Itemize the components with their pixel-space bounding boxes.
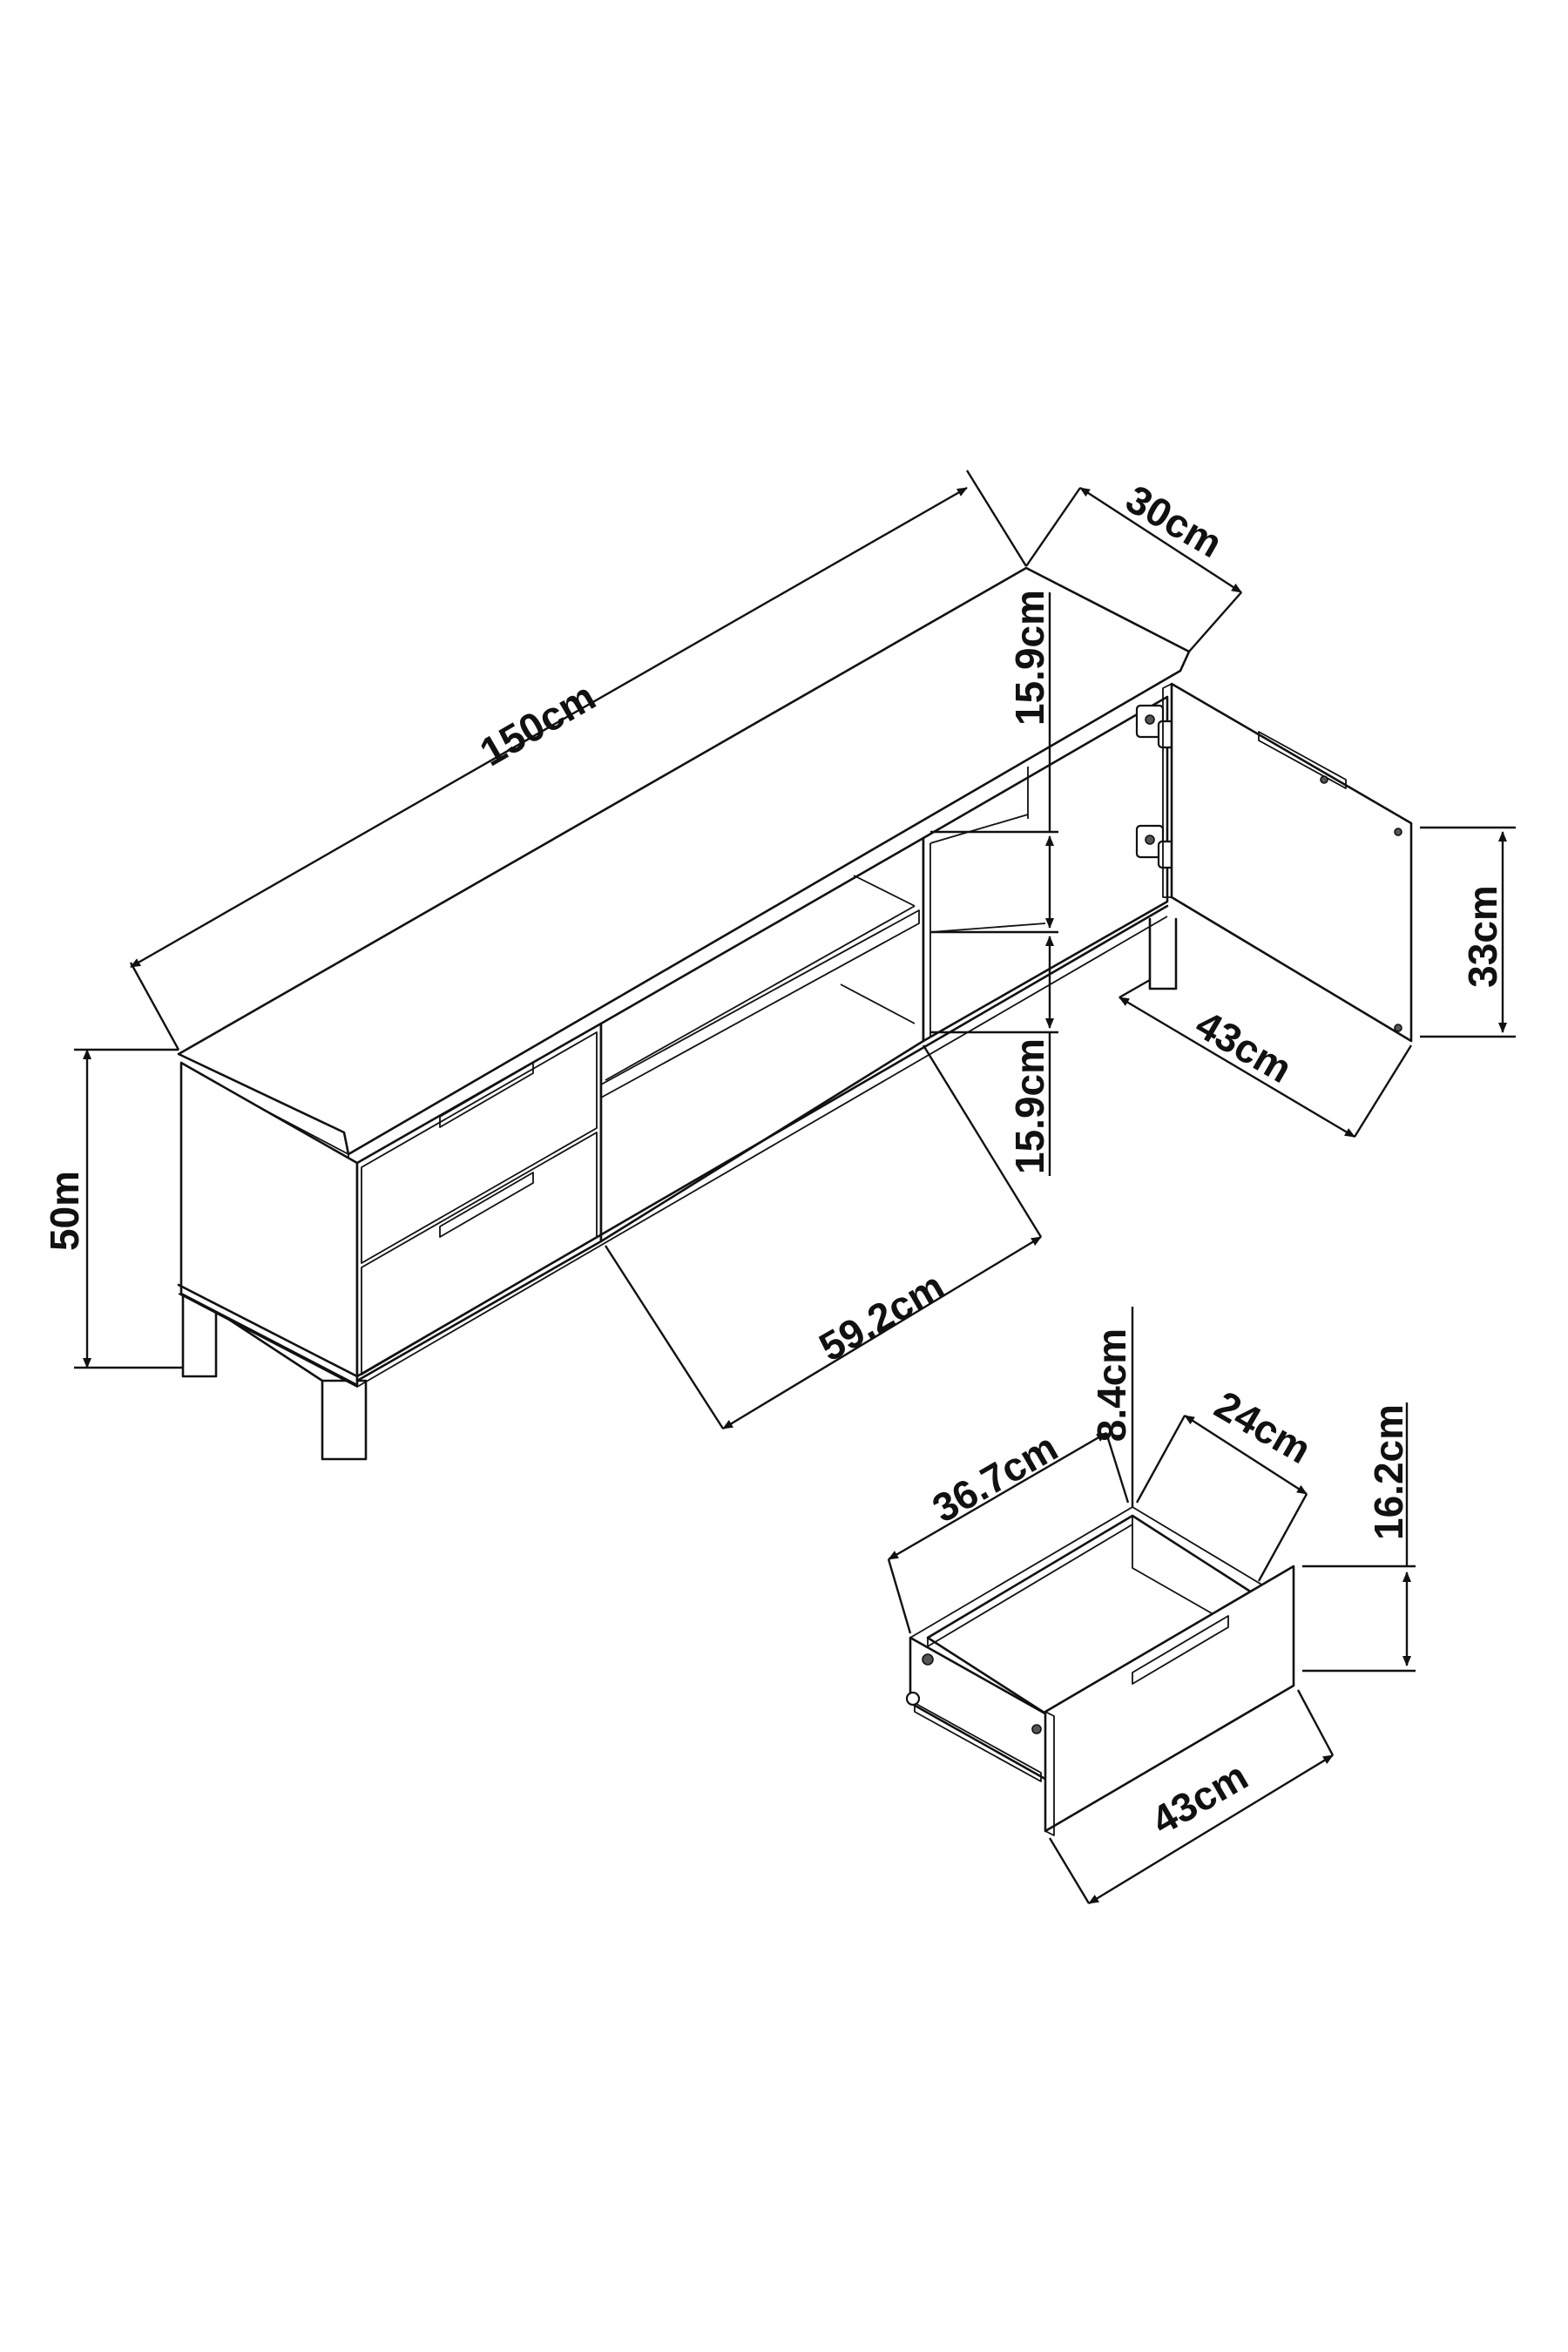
door-handle [1258, 731, 1347, 789]
drawer-front-edge [1044, 1711, 1055, 1836]
label-door-width: 43cm [1188, 1001, 1300, 1092]
label-shelf-upper: 15.9cm [1007, 590, 1052, 726]
bottom-plinth-edge [178, 916, 1168, 1388]
label-compartment-width: 59.2cm [811, 1263, 951, 1370]
dim-depth-line [1079, 486, 1242, 594]
label-drawer-inner-height: 8.4cm [1089, 1328, 1134, 1442]
label-door-height: 33cm [1460, 885, 1505, 988]
dim-drawer-depth-line [1184, 1414, 1308, 1496]
door-screw-2 [1394, 828, 1402, 836]
door-screw-3 [1394, 1024, 1402, 1032]
bottom-plinth [177, 904, 1169, 1378]
drawer-back-wall [927, 1516, 1133, 1647]
dim-compartment-line [722, 1235, 1042, 1430]
runner-wheel [905, 1691, 921, 1707]
dim-width-line [130, 486, 968, 969]
ext-door-width-right [1353, 1044, 1413, 1138]
label-drawer-front-width: 43cm [1144, 1753, 1255, 1843]
label-depth: 30cm [1119, 476, 1230, 566]
drawer-top-handle [439, 1062, 534, 1128]
drawer-screw-1 [922, 1653, 934, 1666]
drawer-runner [914, 1702, 1042, 1782]
label-shelf-lower: 15.9cm [1007, 1038, 1052, 1174]
label-drawer-depth: 24cm [1207, 1382, 1319, 1472]
ext-drawer-front-width-left [1048, 1837, 1091, 1904]
front-leg-middle [321, 1379, 368, 1461]
drawer-bottom-handle [439, 1172, 534, 1238]
door-screw-1 [1320, 775, 1328, 784]
ext-compartment-left [604, 1245, 725, 1429]
ext-depth-back [1025, 487, 1081, 567]
ext-drawer-depth-right [1257, 1493, 1308, 1582]
ext-drawer-inner-left [887, 1558, 912, 1634]
ext-compartment-right [922, 1044, 1043, 1238]
label-height: 50m [42, 1171, 87, 1251]
ext-drawer-front-width-right [1296, 1689, 1335, 1756]
ext-door-width-left [1119, 978, 1151, 999]
door-edge [1162, 683, 1173, 898]
dim-door-width-line [1119, 996, 1355, 1139]
left-side-panel [179, 1061, 359, 1387]
back-leg-right [1148, 917, 1178, 990]
shelf-depth-lower [840, 983, 916, 1024]
ext-drawer-depth-left [1135, 1415, 1186, 1504]
ext-width-right [965, 470, 1028, 567]
drawer-front-handle [1132, 1615, 1229, 1685]
ext-width-left [129, 962, 180, 1051]
open-door [1170, 682, 1413, 1043]
ext-drawer-inner-right [1105, 1432, 1130, 1504]
label-drawer-inner-width: 36.7cm [924, 1424, 1064, 1531]
label-drawer-front-height: 16.2cm [1366, 1404, 1411, 1540]
ext-depth [1188, 591, 1242, 652]
drawer-screw-2 [1031, 1724, 1042, 1734]
dim-drawer-inner-width-line [888, 1431, 1107, 1561]
label-width: 150cm [472, 673, 603, 775]
drawer-top-front [361, 1031, 598, 1264]
dim-drawer-front-width-line [1088, 1754, 1334, 1905]
